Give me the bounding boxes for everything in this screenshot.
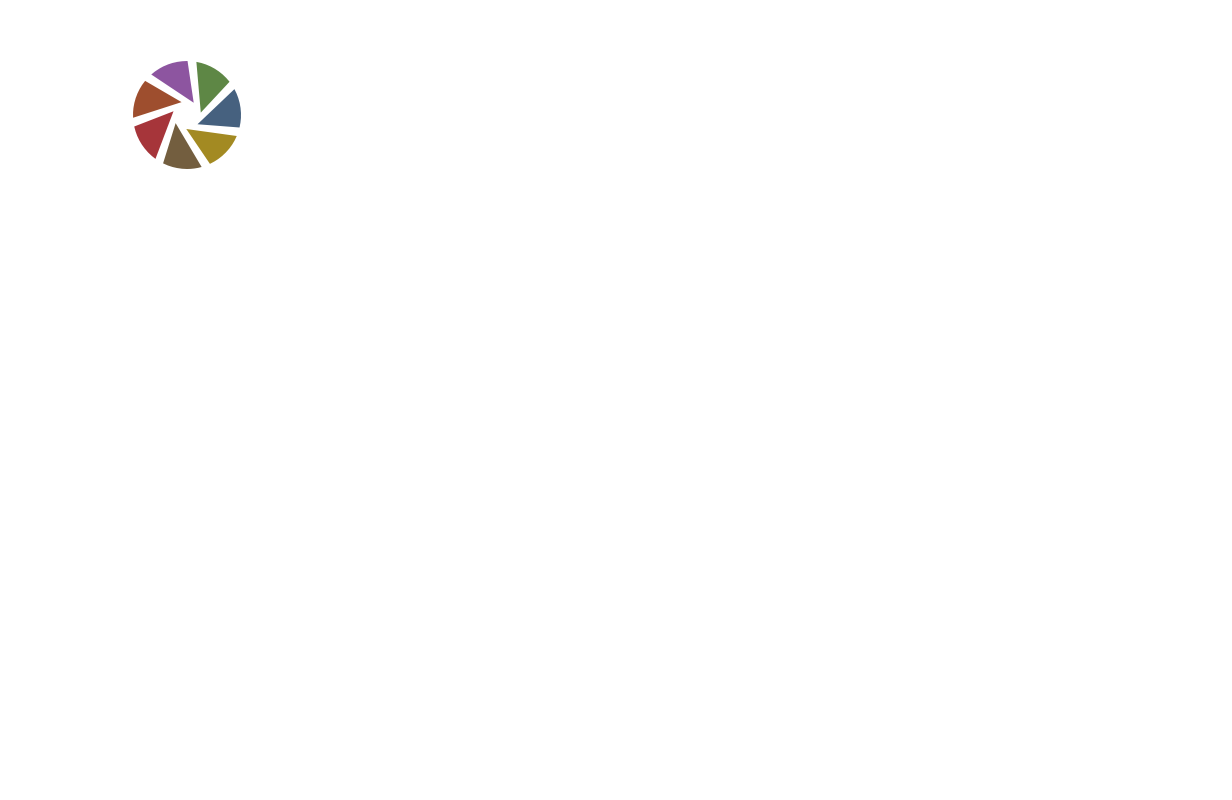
aperture-petal	[197, 89, 241, 128]
aperture-logo-icon	[128, 56, 246, 174]
aperture-petal	[134, 111, 174, 159]
aperture-petal	[133, 80, 182, 118]
aperture-petal	[186, 128, 237, 164]
aperture-logo-svg	[133, 60, 241, 170]
aperture-petal	[163, 123, 202, 170]
aperture-petal	[196, 61, 230, 113]
aperture-petal	[151, 60, 194, 103]
